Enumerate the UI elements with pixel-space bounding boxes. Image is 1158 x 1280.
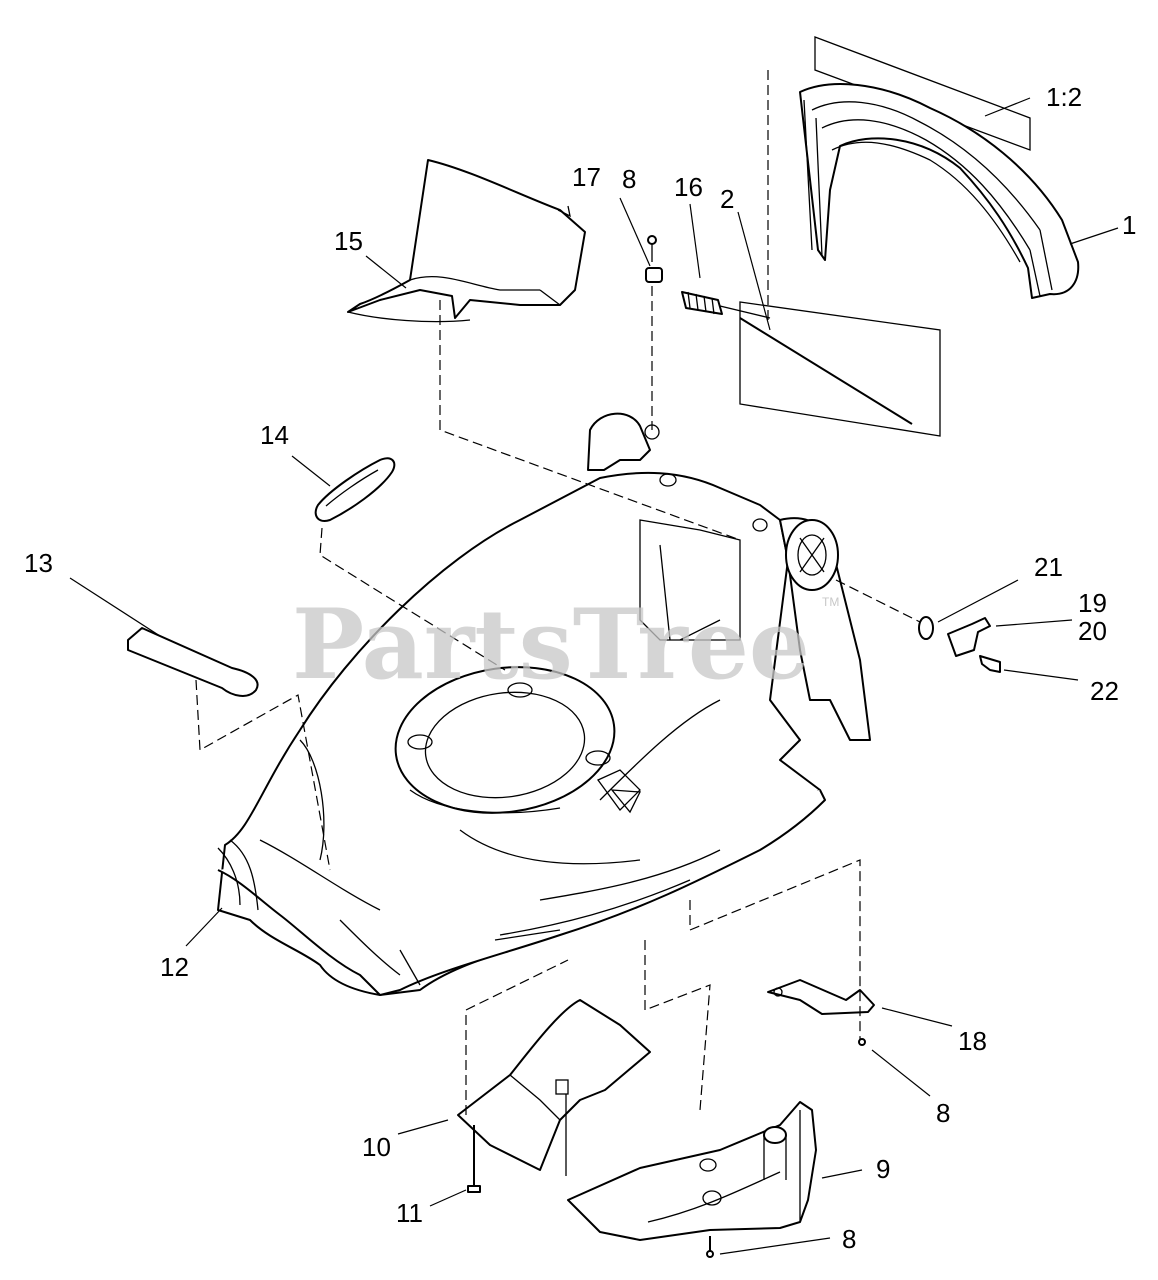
callout-16: 16 xyxy=(674,172,703,202)
part-8-screw-top[interactable] xyxy=(647,235,657,262)
callout-9: 9 xyxy=(876,1154,890,1184)
part-2-rod[interactable] xyxy=(739,301,941,437)
callout-19: 19 xyxy=(1078,588,1107,618)
callout-labels: 1:2 1 17 8 16 2 15 14 13 21 19 20 22 12 … xyxy=(24,82,1136,1254)
callout-1: 1 xyxy=(1122,210,1136,240)
callout-1-2: 1:2 xyxy=(1046,82,1082,112)
part-18-bracket[interactable] xyxy=(767,979,875,1015)
part-14-grip[interactable] xyxy=(314,457,396,522)
engine-mount-ring xyxy=(394,666,616,814)
watermark-trademark: TM xyxy=(822,595,839,609)
callout-2: 2 xyxy=(720,184,734,214)
callout-8-top: 8 xyxy=(622,164,636,194)
part-9-baffle[interactable] xyxy=(567,1101,817,1241)
watermark-partstree: PartsTree xyxy=(292,588,810,701)
callout-17: 17 xyxy=(572,162,601,192)
leader-lines xyxy=(69,97,1119,1255)
callout-22: 22 xyxy=(1090,676,1119,706)
part-1-rear-cover[interactable] xyxy=(799,36,1080,299)
part-13-label[interactable] xyxy=(127,627,259,697)
part-17-bushing[interactable] xyxy=(645,267,663,283)
callout-15: 15 xyxy=(334,226,363,256)
callout-8-bottom: 8 xyxy=(842,1224,856,1254)
part-8-screw-bottom[interactable] xyxy=(706,1236,714,1258)
rear-wheel-hub xyxy=(785,519,839,591)
part-8-screw-mid[interactable] xyxy=(858,1038,866,1046)
callout-20: 20 xyxy=(1078,616,1107,646)
part-11-bolt[interactable] xyxy=(467,1125,481,1193)
callout-18: 18 xyxy=(958,1026,987,1056)
part-21-washer[interactable] xyxy=(918,616,934,640)
callout-14: 14 xyxy=(260,420,289,450)
part-19-20-bracket[interactable] xyxy=(947,617,991,657)
callout-11: 11 xyxy=(396,1198,423,1228)
callout-12: 12 xyxy=(160,952,189,982)
part-16-spring[interactable] xyxy=(681,291,771,319)
part-15-deflector[interactable] xyxy=(347,159,586,323)
part-22-clip[interactable] xyxy=(979,655,1001,673)
callout-13: 13 xyxy=(24,548,53,578)
assembly-lines xyxy=(195,70,921,1115)
part-10-mulch-plate[interactable] xyxy=(457,999,651,1176)
part-12-mower-deck[interactable] xyxy=(217,412,871,996)
callout-10: 10 xyxy=(362,1132,391,1162)
callout-21: 21 xyxy=(1034,552,1063,582)
callout-8-mid: 8 xyxy=(936,1098,950,1128)
